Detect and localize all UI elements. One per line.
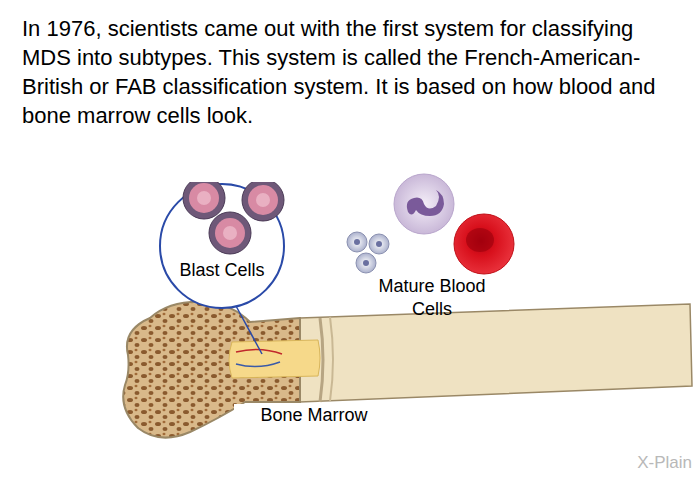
red-blood-cell <box>454 214 514 274</box>
node-label: Blast Cells <box>158 260 286 281</box>
bone-shaft <box>300 304 692 402</box>
callout-circle: Blast Cells <box>158 182 286 310</box>
watermark: X-Plain <box>602 452 692 474</box>
part-label: Mature Blood Cells <box>367 275 497 321</box>
platelet <box>369 234 389 254</box>
marrow-cavity <box>229 340 320 378</box>
white-blood-cell <box>394 174 454 234</box>
part-label: Bone Marrow <box>234 404 394 426</box>
leader-line <box>236 306 262 354</box>
platelet <box>347 232 367 252</box>
intro-text: In 1976, scientists came out with the fi… <box>22 14 682 130</box>
circle-outline <box>158 182 286 310</box>
platelet <box>356 253 376 273</box>
